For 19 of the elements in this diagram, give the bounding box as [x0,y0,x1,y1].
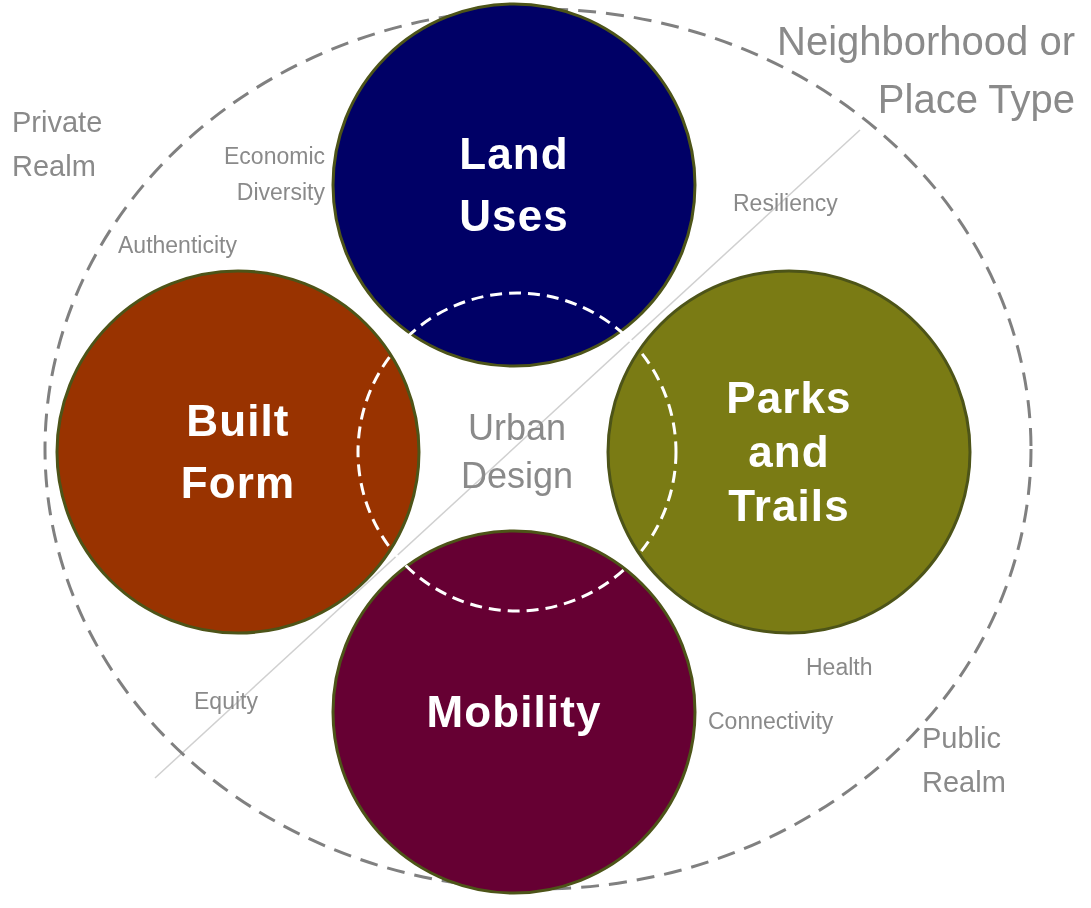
circle [606,269,972,635]
circle-label: Mobility [425,686,603,738]
annotation-text: Private Realm [12,105,104,184]
annotation-text: Connectivity [708,707,834,736]
circle [55,269,421,635]
annotation-text: Public Realm [922,721,1007,800]
annotation-text: Resiliency [733,189,838,218]
circle [331,529,697,895]
annotation-text: Neighborhood or Place Type [776,18,1075,123]
annotation-text: Health [806,653,873,682]
annotation-text: Economic Diversity [223,142,325,207]
circle [331,2,697,368]
annotation-text: Equity [194,687,258,716]
circle-label: Land Uses [458,128,570,242]
circle-label: Built Form [179,395,297,509]
circle-label: Parks and Trails [725,372,853,532]
annotation-text: Authenticity [118,231,237,260]
circle-label: Urban Design [459,406,575,498]
dashed-circle [356,291,678,613]
